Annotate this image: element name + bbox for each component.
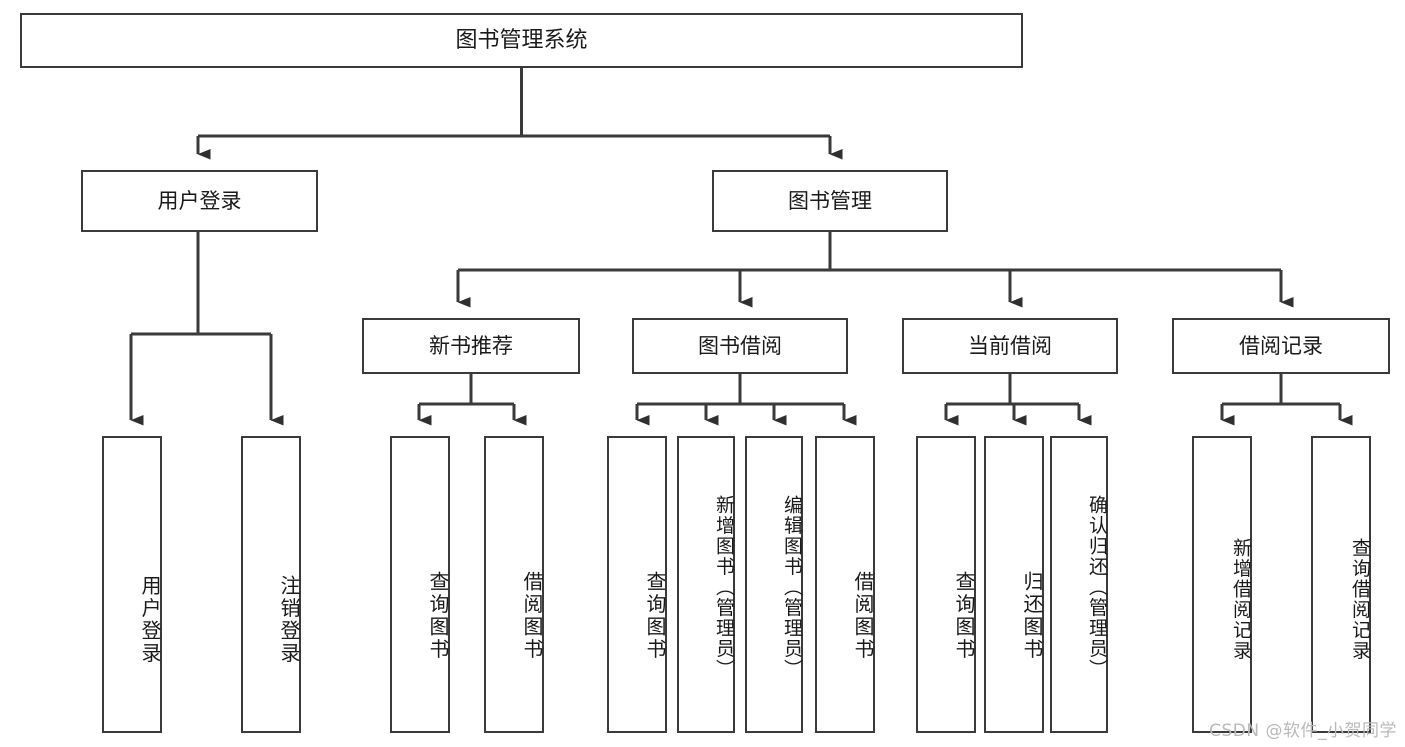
node-label: 图书管理系统 xyxy=(455,27,588,53)
leaf-query-record[interactable]: 查询借阅记录 xyxy=(1311,436,1371,733)
leaf-edit-book[interactable]: 编辑图书（管理员） xyxy=(745,436,803,733)
leaf-user-login[interactable]: 用户登录 xyxy=(102,436,162,733)
watermark-csdn: CSDN @软件_小贺同学 xyxy=(1209,721,1397,741)
node-label: 借阅图书 xyxy=(851,570,875,661)
node-label: 编辑图书（管理员） xyxy=(781,495,803,680)
node-user-login[interactable]: 用户登录 xyxy=(81,170,318,232)
node-label: 查询图书 xyxy=(952,570,976,661)
node-borrow-record[interactable]: 借阅记录 xyxy=(1172,318,1390,374)
leaf-return-book[interactable]: 归还图书 xyxy=(984,436,1044,733)
node-label: 用户登录 xyxy=(157,188,242,213)
node-label: 查询借阅记录 xyxy=(1349,538,1371,661)
node-book-manage[interactable]: 图书管理 xyxy=(712,170,948,232)
node-label: 当前借阅 xyxy=(968,333,1052,358)
node-label: 用户登录 xyxy=(138,574,162,665)
node-new-book-recommend[interactable]: 新书推荐 xyxy=(362,318,580,374)
node-label: 新增图书（管理员） xyxy=(713,495,735,680)
node-label: 新增借阅记录 xyxy=(1230,538,1252,661)
leaf-logout[interactable]: 注销登录 xyxy=(241,436,301,733)
node-label: 借阅记录 xyxy=(1239,333,1323,358)
leaf-confirm-return[interactable]: 确认归还（管理员） xyxy=(1050,436,1108,733)
leaf-query-book-1[interactable]: 查询图书 xyxy=(390,436,450,733)
node-label: 注销登录 xyxy=(277,574,301,665)
node-label: 查询图书 xyxy=(643,570,667,661)
leaf-borrow-book-2[interactable]: 借阅图书 xyxy=(815,436,875,733)
node-book-borrow[interactable]: 图书借阅 xyxy=(632,318,848,374)
node-label: 确认归还（管理员） xyxy=(1086,495,1108,680)
node-label: 借阅图书 xyxy=(520,570,544,661)
node-current-borrow[interactable]: 当前借阅 xyxy=(902,318,1118,374)
leaf-add-book[interactable]: 新增图书（管理员） xyxy=(677,436,735,733)
node-label: 图书借阅 xyxy=(698,333,782,358)
node-label: 归还图书 xyxy=(1020,570,1044,661)
leaf-query-book-3[interactable]: 查询图书 xyxy=(916,436,976,733)
leaf-borrow-book-1[interactable]: 借阅图书 xyxy=(484,436,544,733)
node-label: 查询图书 xyxy=(426,570,450,661)
node-label: 图书管理 xyxy=(788,188,872,213)
node-label: 新书推荐 xyxy=(429,333,513,358)
leaf-query-book-2[interactable]: 查询图书 xyxy=(607,436,667,733)
leaf-add-record[interactable]: 新增借阅记录 xyxy=(1192,436,1252,733)
node-root-system[interactable]: 图书管理系统 xyxy=(20,13,1023,68)
